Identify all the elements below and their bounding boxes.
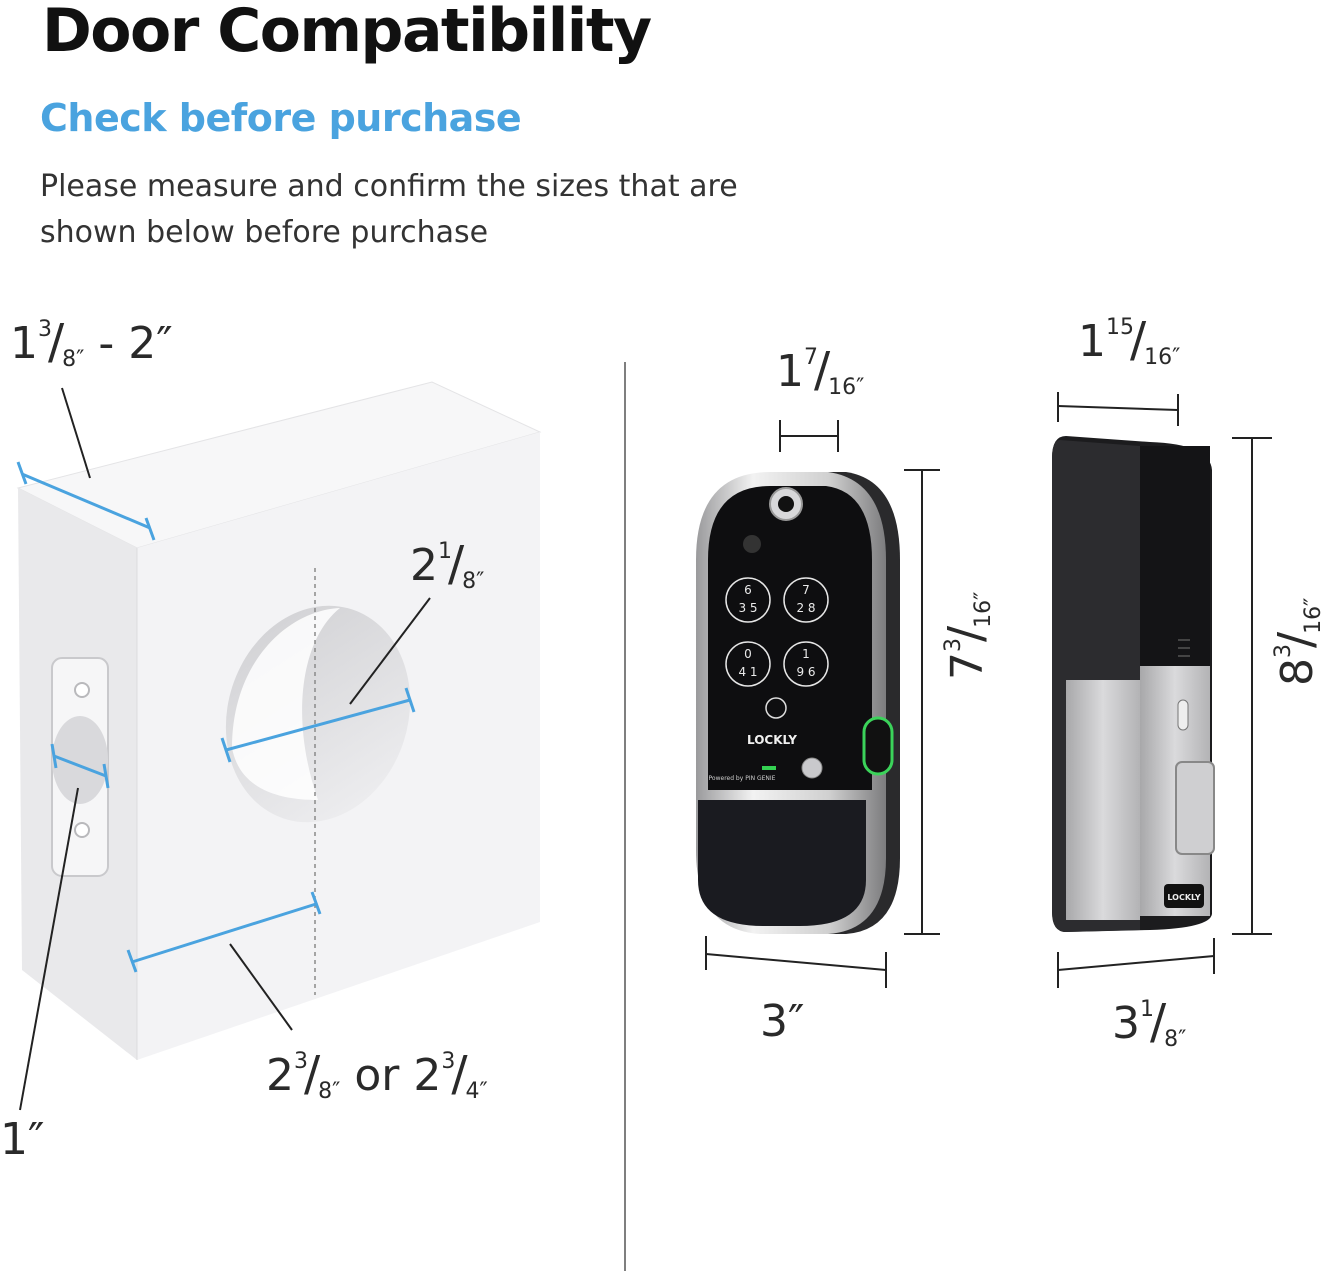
back-lock-height-label: 83/16″ [1268,597,1326,686]
keypad [725,577,829,687]
back-lock-width-label: 31/8″ [1112,994,1187,1052]
fingerprint-sensor-icon [862,716,894,776]
back-lock-depth-label: 115/16″ [1078,312,1181,370]
status-led [762,766,776,770]
front-lock-height-label: 73/16″ [938,591,996,680]
description-line-1: Please measure and confirm the sizes tha… [40,169,738,204]
description-line-2: shown below before purchase [40,215,489,250]
solar-panel [698,800,866,926]
back-brand-label: LOCKLY [1167,893,1201,902]
back-lock-plate-left [1066,680,1140,920]
screw-hole-icon [74,822,90,838]
latch-hole [52,716,108,804]
front-lock: 6 3 5 7 2 8 0 4 1 1 9 6 LOCKLY Powered b… [696,472,900,934]
fingerprint-icon [765,697,787,719]
back-lock-panel [1140,446,1210,666]
front-lock-dimension-lines [705,420,940,988]
thumb-turn [1175,761,1215,855]
keyway-icon [801,757,823,779]
door-leader-lines [19,387,431,1111]
door-block [16,381,542,1111]
keypad-key-2-bottom: 2 8 [796,601,815,615]
bore-hole-label: 21/8″ [410,536,485,594]
back-brand-badge [1164,884,1204,908]
lock-brand-label: LOCKLY [747,733,797,747]
page-description: Please measure and confirm the sizes tha… [40,164,920,256]
latch-label: 1″ [0,1114,45,1165]
page-subtitle: Check before purchase [40,96,522,140]
door-blue-dimensions [16,461,416,973]
front-lock-width-label: 3″ [760,996,805,1047]
screw-hole-icon [74,682,90,698]
front-lock-screen [708,486,872,790]
front-lock-depth-label: 17/16″ [776,342,865,400]
back-lock: LOCKLY [1052,436,1215,932]
sensor-icon [743,535,761,553]
door-thickness-label: 13/8″ - 2″ [10,314,173,372]
speaker-icon [1178,639,1190,657]
keypad-key-3-bottom: 4 1 [738,665,757,679]
battery-indicator-icon [1177,699,1189,731]
keypad-key-4-top: 1 [802,647,810,661]
page-title: Door Compatibility [42,0,652,66]
keypad-key-3-top: 0 [744,647,752,661]
keypad-key-2-top: 7 [802,583,810,597]
keypad-key-1-bottom: 3 5 [738,601,757,615]
keypad-key-4-bottom: 9 6 [796,665,815,679]
backset-label: 23/8″ or 23/4″ [266,1046,488,1104]
powered-by-label: Powered by PIN GENIE [709,775,776,782]
keypad-key-1-top: 6 [744,583,752,597]
back-lock-dimension-lines [1057,392,1272,988]
